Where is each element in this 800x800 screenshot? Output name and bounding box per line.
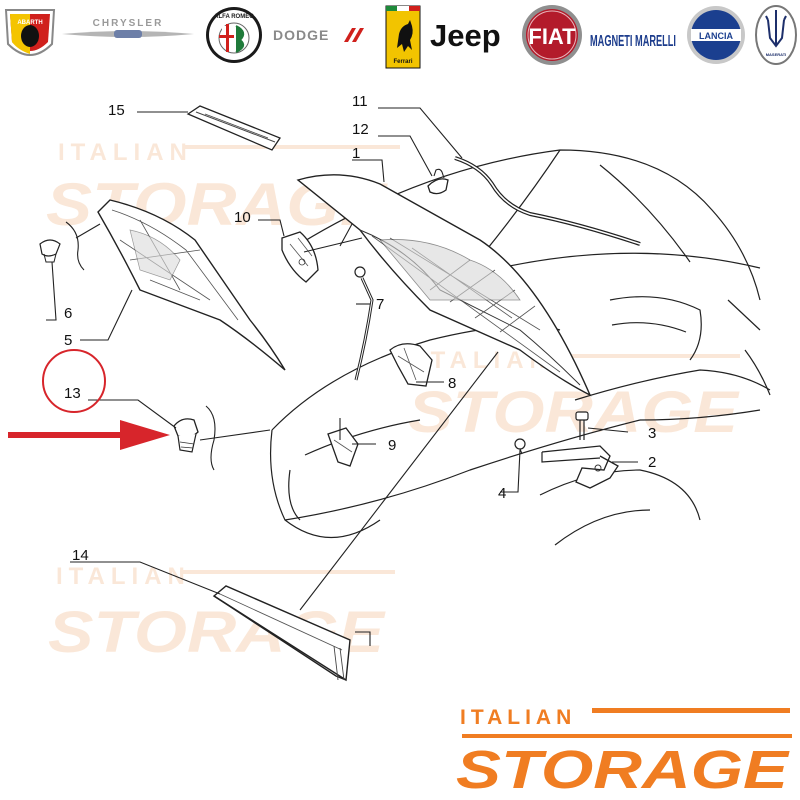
maserati-logo: MASERATI — [755, 5, 797, 65]
car-body-outline — [270, 149, 771, 546]
callout-6: 6 — [64, 305, 72, 322]
watermark-middle: ITALIAN STORAGE — [408, 347, 741, 445]
dodge-logo-text: DODGE — [273, 27, 329, 43]
callout-8: 8 — [448, 375, 456, 392]
leader-lines — [46, 107, 638, 646]
bracket-13 — [205, 405, 216, 471]
watermark-middle-line2: STORAGE — [408, 380, 741, 445]
watermark: ITALIAN STORAGE ITALIAN STORAGE ITALIAN … — [46, 139, 741, 665]
footer-logo: ITALIAN STORAGE — [456, 706, 792, 800]
part-5-insulation-pad — [97, 199, 286, 371]
callout-15: 15 — [108, 102, 125, 119]
part-8-latch — [389, 343, 433, 387]
abarth-logo: ABARTH — [4, 9, 56, 56]
highlight-annotation — [8, 349, 170, 450]
leader-6 — [46, 261, 57, 321]
part-15-seal — [186, 105, 281, 151]
alfa-romeo-logo-text: ALFA ROMEO — [214, 14, 254, 20]
leader-10 — [258, 219, 285, 237]
jeep-logo: Jeep — [430, 18, 501, 53]
part-3-bolt — [575, 411, 589, 440]
part-14-trim — [212, 585, 351, 682]
callout-12: 12 — [352, 121, 369, 138]
part-10-bracket — [281, 231, 319, 283]
watermark-top: ITALIAN STORAGE — [46, 139, 400, 238]
fiat-logo: FIAT — [522, 5, 582, 65]
leader-6b — [75, 223, 101, 239]
leader-1 — [352, 159, 385, 183]
leader-12 — [378, 135, 433, 177]
callout-9: 9 — [388, 437, 396, 454]
part-11-weatherstrip — [454, 156, 641, 246]
callout-3: 3 — [648, 425, 656, 442]
lancia-logo: LANCIA — [687, 6, 745, 64]
leader-5 — [80, 289, 133, 341]
callout-7: 7 — [376, 296, 384, 313]
part-7-prop-rod — [354, 266, 374, 381]
leader-13b — [199, 429, 271, 441]
callout-13: 13 — [64, 385, 81, 402]
callout-4: 4 — [498, 485, 506, 502]
footer-logo-line2: STORAGE — [456, 740, 790, 800]
lancia-logo-text: LANCIA — [699, 31, 733, 41]
leader-14 — [70, 561, 221, 595]
chrysler-logo-text: CHRYSLER — [93, 18, 164, 29]
alfa-romeo-logo: ALFA ROMEO — [206, 7, 262, 63]
part-13-buffer — [173, 418, 199, 453]
brand-logo-bar: ABARTH CHRYSLER ALFA ROMEO DODGE Ferrari… — [4, 5, 797, 69]
bracket-14 — [355, 631, 371, 646]
callout-14: 14 — [72, 547, 89, 564]
maserati-logo-text: MASERATI — [766, 52, 787, 57]
callout-1: 1 — [352, 145, 360, 162]
watermark-top-line1: ITALIAN — [58, 139, 193, 166]
callout-2: 2 — [648, 454, 656, 471]
part-4-nut — [514, 438, 526, 455]
highlight-circle — [42, 349, 106, 413]
ferrari-logo-text: Ferrari — [393, 59, 412, 65]
part-6-bumper — [39, 239, 61, 263]
ferrari-logo: Ferrari — [385, 5, 421, 69]
bracket-5 — [65, 221, 85, 271]
part-9-striker — [327, 427, 359, 467]
magneti-marelli-logo-text: MAGNETI MARELLI — [590, 33, 676, 50]
part-1-hood — [296, 174, 592, 397]
highlight-arrow — [8, 420, 170, 450]
leader-14b — [299, 351, 499, 611]
magneti-marelli-logo: MAGNETI MARELLI — [590, 33, 676, 50]
leader-hood-7 — [303, 237, 363, 253]
callout-10: 10 — [234, 209, 251, 226]
chrysler-logo: CHRYSLER — [62, 18, 194, 38]
leader-3 — [587, 427, 629, 433]
leader-4 — [500, 449, 521, 493]
abarth-logo-text: ABARTH — [17, 20, 42, 26]
part-2-hinge — [541, 445, 619, 489]
leader-11 — [378, 107, 463, 159]
callout-5: 5 — [64, 332, 72, 349]
fiat-logo-text: FIAT — [528, 24, 576, 49]
footer-logo-line1: ITALIAN — [460, 706, 576, 729]
watermark-bottom-line1: ITALIAN — [56, 563, 191, 590]
leader-13 — [88, 399, 177, 429]
part-12-clip — [427, 168, 449, 195]
callout-labels: 1 2 3 4 5 6 7 8 9 10 11 12 13 14 15 — [64, 93, 656, 564]
dodge-logo: DODGE — [273, 27, 364, 43]
callout-11: 11 — [352, 93, 368, 110]
